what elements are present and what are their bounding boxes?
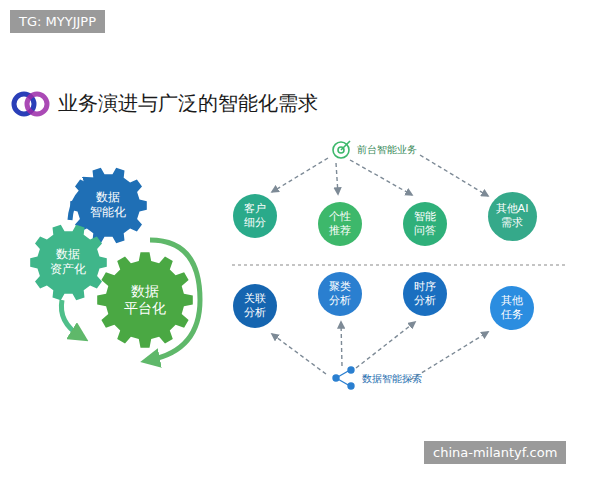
circle-node: 其他AI 需求 — [487, 191, 538, 242]
title: 业务演进与广泛的智能化需求 — [58, 90, 318, 117]
node-text: 关联 分析 — [244, 292, 266, 320]
separator — [232, 264, 568, 265]
circle-node: 时序 分析 — [402, 271, 448, 317]
gear-node: 数据 资产化 — [30, 224, 107, 301]
share-icon — [333, 367, 354, 389]
circle-node: 其他 任务 — [489, 285, 535, 331]
node-text: 数据 智能化 — [90, 190, 126, 220]
node-text: 个性 推荐 — [329, 210, 351, 238]
watermark: china-milantyf.com — [424, 441, 566, 464]
circle-node: 个性 推荐 — [317, 201, 363, 247]
node-text: 其他AI 需求 — [496, 202, 529, 230]
logo — [14, 94, 47, 114]
node-text: 时序 分析 — [414, 280, 436, 308]
node-text: 数据 平台化 — [124, 283, 166, 318]
circle-node: 聚类 分析 — [317, 271, 363, 317]
watermark: TG: MYYJJPP — [10, 10, 105, 33]
group-label: 数据智能探索 — [362, 372, 422, 386]
node-text: 聚类 分析 — [329, 280, 351, 308]
circle-node: 关联 分析 — [232, 283, 278, 329]
gear-node: 数据 平台化 — [97, 252, 193, 348]
node-text: 客户 细分 — [244, 202, 266, 230]
target-icon — [333, 141, 350, 158]
circle-node: 客户 细分 — [232, 193, 278, 239]
circle-node: 智能 问答 — [402, 201, 448, 247]
leader-arrows — [272, 155, 488, 380]
group-label: 前台智能业务 — [357, 143, 417, 157]
node-text: 其他 任务 — [501, 294, 523, 322]
node-text: 数据 资产化 — [50, 247, 86, 277]
node-text: 智能 问答 — [414, 210, 436, 238]
